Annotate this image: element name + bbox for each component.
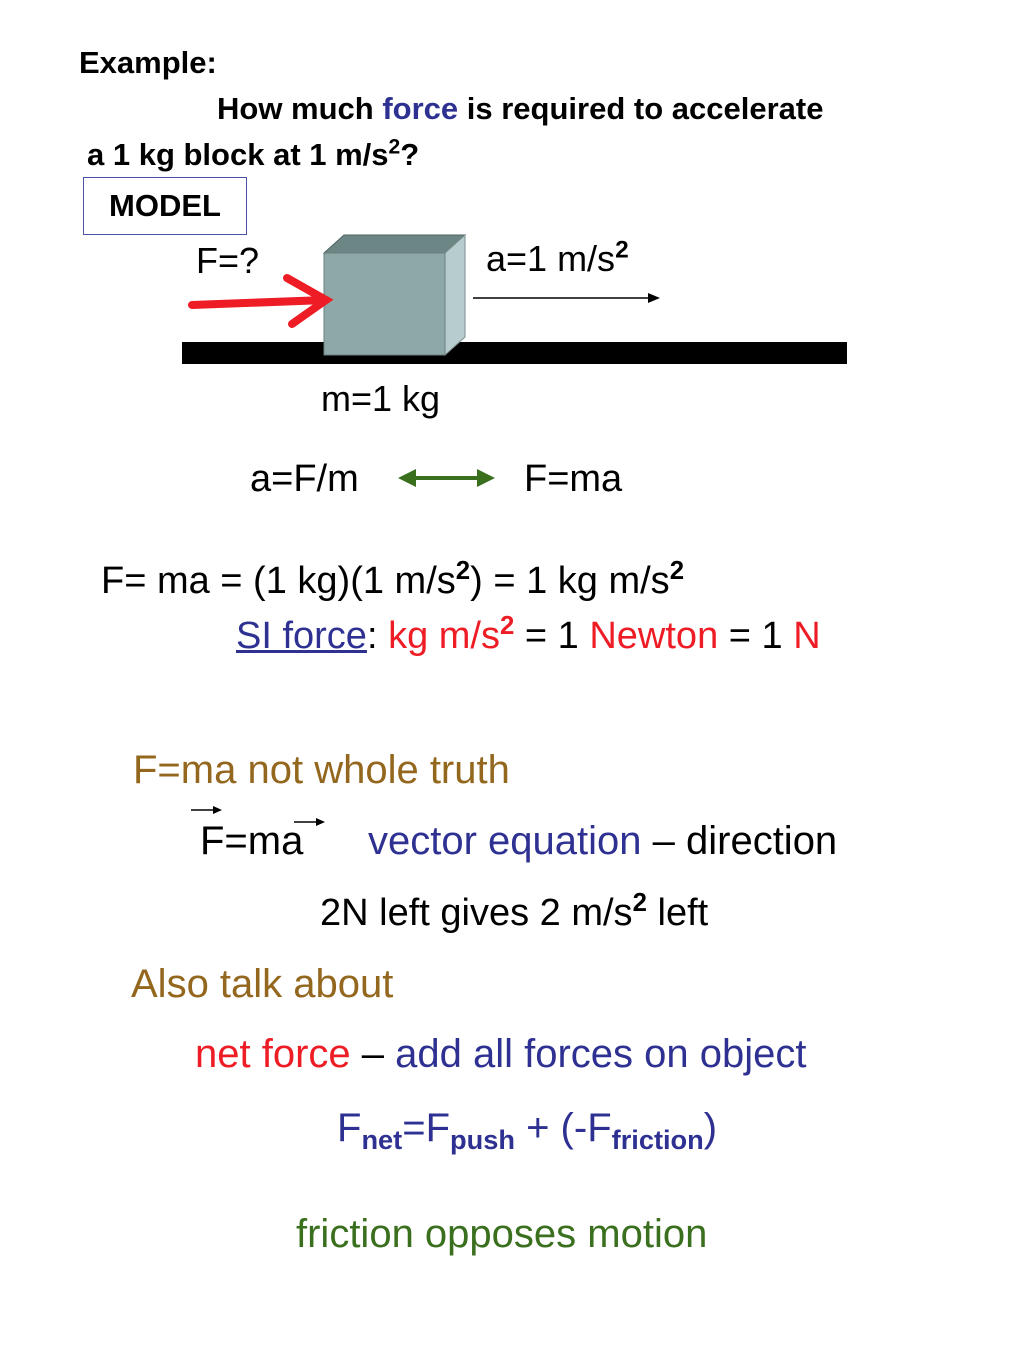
newton-symbol: N	[793, 615, 821, 657]
vector-arrow-a	[294, 818, 325, 826]
exponent: 2	[669, 556, 685, 585]
question-text: is required to accelerate	[458, 91, 824, 126]
calc-text: ) = 1 kg m/s	[470, 560, 670, 602]
example-text: 2N left gives 2 m/s	[320, 892, 633, 934]
equals-text: = 1	[718, 615, 794, 657]
example-heading: Example:	[79, 45, 217, 80]
subscript-net: net	[361, 1124, 403, 1156]
model-label-box: MODEL	[83, 177, 247, 235]
exponent: 2	[388, 135, 401, 159]
relation-right: F=ma	[524, 458, 623, 500]
question-line-2: a 1 kg block at 1 m/s2?	[87, 136, 420, 172]
question-text: How much	[217, 91, 383, 126]
si-force-link[interactable]: SI force	[236, 615, 367, 657]
si-force-line: SI force: kg m/s2 = 1 Newton = 1 N	[236, 613, 821, 657]
note-also-talk-about: Also talk about	[131, 962, 394, 1006]
calc-text: F= ma = (1 kg)(1 m/s	[101, 560, 456, 602]
newton-term: Newton	[589, 615, 719, 657]
exponent: 2	[455, 556, 471, 585]
relation-left: a=F/m	[250, 458, 359, 500]
vector-equation-line: vector equation – direction	[368, 821, 837, 861]
vector-equation-term: vector equation	[368, 819, 642, 863]
question-text: ?	[400, 137, 420, 172]
force-arrow	[188, 274, 334, 328]
question-text: a 1 kg block at 1 m/s	[87, 137, 389, 172]
ground-surface	[182, 342, 847, 364]
vector-arrow-f	[191, 806, 222, 814]
acceleration-arrow	[473, 293, 660, 303]
eq-text: F	[337, 1106, 362, 1150]
block-top-face	[322, 234, 467, 254]
net-force-line: net force – add all forces on object	[195, 1034, 807, 1074]
net-force-equation: Fnet=Fpush + (-Ffriction)	[337, 1106, 718, 1153]
example-left-force: 2N left gives 2 m/s2 left	[320, 890, 709, 934]
question-line-1: How much force is required to accelerate	[217, 93, 823, 124]
eq-text: =F	[402, 1106, 451, 1150]
acceleration-label: a=1 m/s2	[486, 238, 629, 279]
direction-text: – direction	[641, 819, 838, 863]
double-arrow	[398, 469, 495, 487]
dash-text: –	[350, 1032, 396, 1076]
exponent: 2	[615, 236, 629, 264]
model-label: MODEL	[109, 188, 221, 223]
example-text: left	[646, 892, 709, 934]
subscript-push: push	[450, 1124, 515, 1156]
friction-note: friction opposes motion	[296, 1212, 708, 1256]
block-front-face	[323, 252, 446, 356]
equals-text: = 1	[514, 615, 590, 657]
keyword-force: force	[382, 91, 459, 126]
block-side-face	[444, 233, 466, 357]
subscript-friction: friction	[611, 1124, 704, 1156]
mass-label: m=1 kg	[321, 378, 441, 419]
exponent: 2	[632, 888, 647, 917]
eq-text: )	[703, 1106, 718, 1150]
colon: :	[366, 615, 378, 657]
net-force-definition: add all forces on object	[395, 1032, 807, 1076]
acceleration-text: a=1 m/s	[486, 238, 616, 279]
note-not-whole-truth: F=ma not whole truth	[133, 748, 510, 792]
calculation-line: F= ma = (1 kg)(1 m/s2) = 1 kg m/s2	[101, 558, 684, 602]
si-unit: kg m/s	[388, 615, 500, 657]
net-force-term: net force	[195, 1032, 351, 1076]
vector-equation-eq: F=ma	[200, 819, 304, 863]
exponent: 2	[499, 611, 515, 640]
force-label: F=?	[196, 240, 260, 281]
eq-text: + (-F	[514, 1106, 612, 1150]
